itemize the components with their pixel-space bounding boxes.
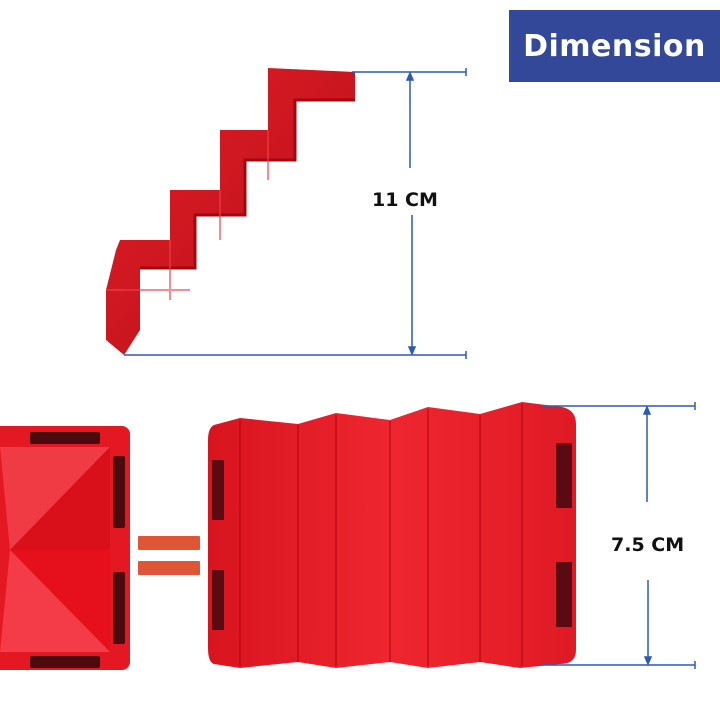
stairs-height-dimension (124, 68, 467, 359)
dimension-title-badge: Dimension (509, 10, 720, 82)
stairs-height-label: 11 CM (372, 185, 438, 215)
stair-piece (106, 68, 355, 355)
dimension-title: Dimension (523, 28, 706, 64)
folded-panel (208, 402, 576, 668)
panel-height-label: 7.5 CM (611, 530, 685, 560)
panel-height-dimension (541, 402, 696, 669)
square-tile (0, 426, 130, 670)
equals-sign (138, 536, 200, 575)
